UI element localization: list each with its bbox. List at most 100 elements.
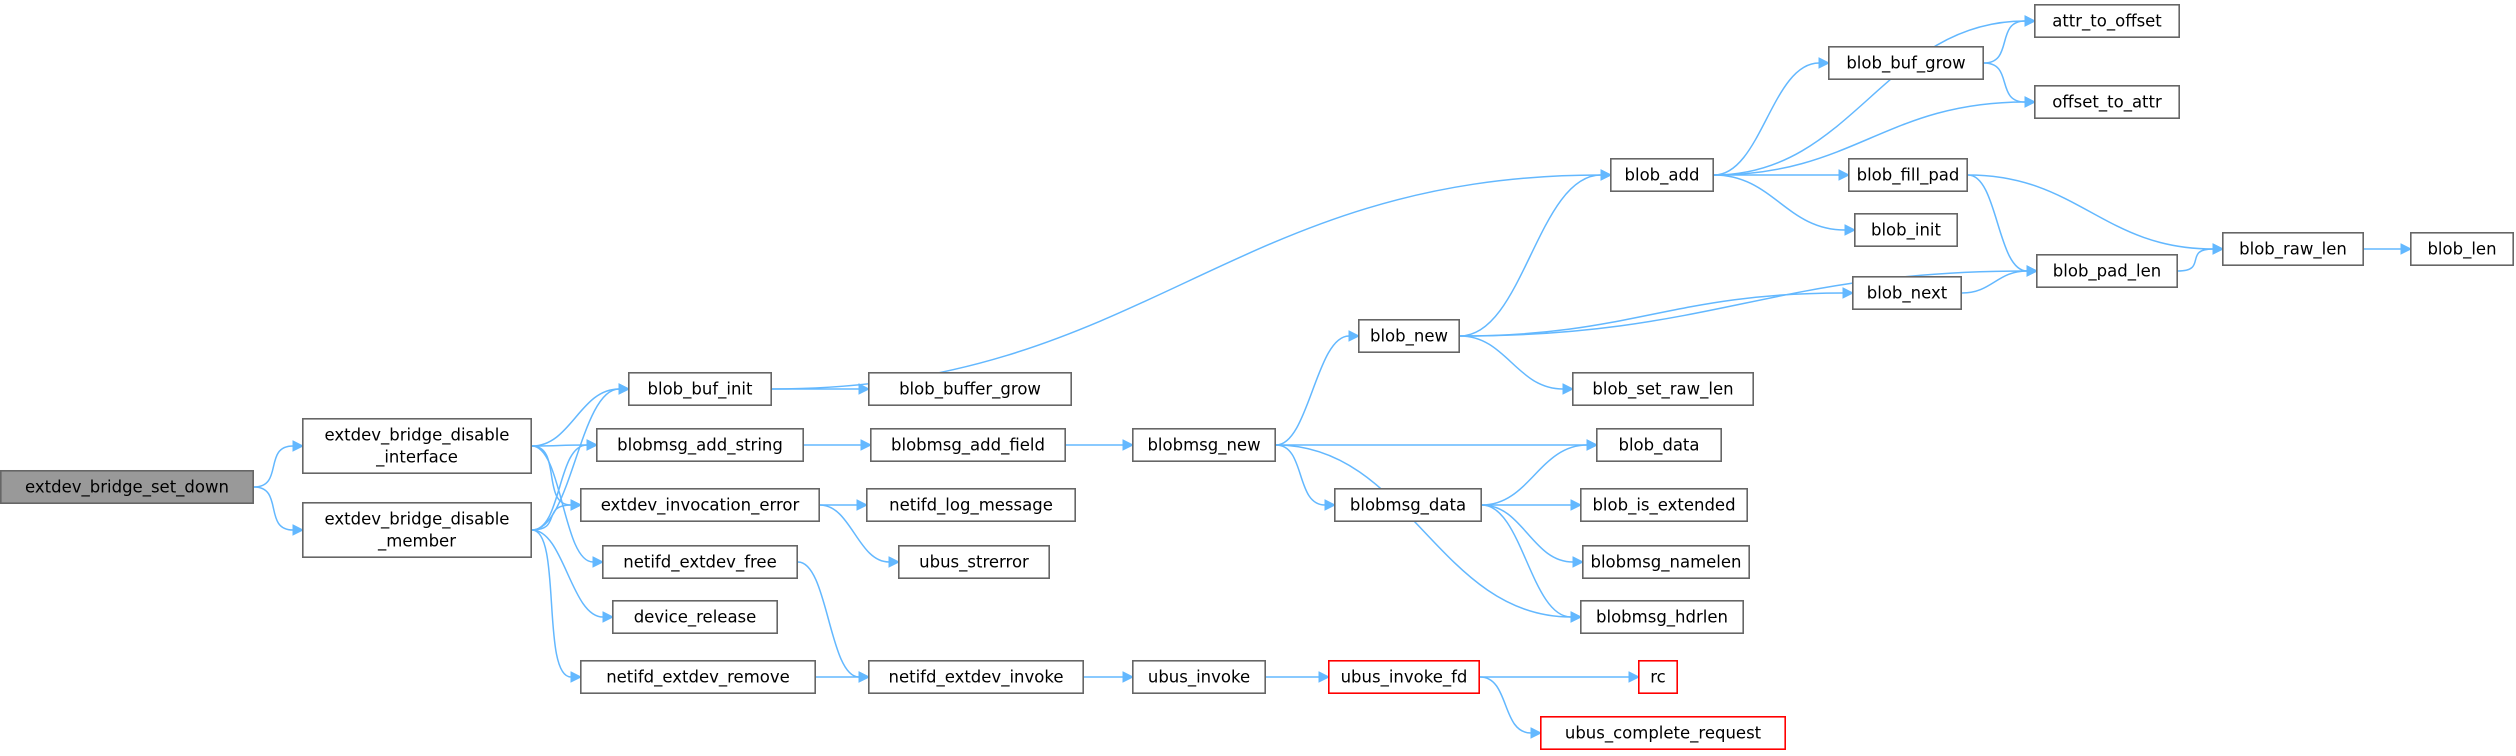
node-blob-next[interactable]: blob_next [1852,275,1963,310]
node-blobmsg-add-field[interactable]: blobmsg_add_field [869,427,1066,462]
node-box [579,659,816,694]
node-label: blob_buf_grow [1846,54,1965,74]
node-label: blobmsg_hdrlen [1596,608,1728,628]
node-extdev-bridge-disable-member[interactable]: extdev_bridge_disable_member [301,501,532,558]
node-label: ubus_strerror [919,553,1029,573]
arrowhead-n10-to-n14 [1122,439,1135,451]
node-device-release[interactable]: device_release [611,599,778,634]
edge-n28-to-n33 [1967,174,2028,272]
arrowhead-n17-to-n21 [1586,439,1599,451]
node-label: blob_new [1370,327,1448,347]
node-netifd-extdev-free[interactable]: netifd_extdev_free [601,544,798,579]
arrowhead-n13-to-n15 [1122,671,1135,683]
node-label: blob_is_extended [1592,496,1735,516]
node-blob-len[interactable]: blob_len [2410,232,2515,267]
node-blobmsg-namelen[interactable]: blobmsg_namelen [1582,544,1751,579]
node-blobmsg-hdrlen[interactable]: blobmsg_hdrlen [1580,599,1745,634]
node-netifd-log-message[interactable]: netifd_log_message [865,487,1076,522]
node-blob-raw-len[interactable]: blob_raw_len [2222,232,2365,267]
edge-n19-to-n31 [1713,20,2026,176]
node-blob-set-raw-len[interactable]: blob_set_raw_len [1572,371,1755,406]
node-blob-buf-grow[interactable]: blob_buf_grow [1828,45,1985,81]
node-box [2034,85,2181,120]
arrowhead-n27-to-n32 [2024,96,2037,108]
arrowhead-n19-to-n28 [1838,169,1851,181]
node-box [2034,4,2181,39]
node-label: blobmsg_namelen [1590,553,1741,573]
node-blob-fill-pad[interactable]: blob_fill_pad [1848,158,1969,193]
node-label: offset_to_attr [2052,93,2162,113]
node-label: blob_buf_init [648,380,753,400]
arrowhead-n5-to-n12 [888,556,901,568]
node-box [1828,45,1985,81]
node-blob-data[interactable]: blob_data [1596,427,1723,462]
node-label: netifd_extdev_free [623,553,776,573]
node-box [865,487,1076,522]
node-ubus-invoke[interactable]: ubus_invoke [1132,659,1267,694]
edge-n27-to-n31 [1983,20,2026,64]
node-blob-buf-init[interactable]: blob_buf_init [627,371,772,406]
arrowhead-n18-to-n25 [1628,671,1641,683]
node-extdev-bridge-disable-interface[interactable]: extdev_bridge_disable_interface [301,417,532,474]
edge-n18-to-n26 [1479,676,1532,734]
node-box [2222,232,2365,267]
node-box [2410,232,2515,267]
arrowhead-n14-to-n16 [1348,330,1361,342]
edge-n2-to-n7 [531,529,604,618]
edge-n14-to-n16 [1275,335,1350,446]
node-extdev-invocation-error[interactable]: extdev_invocation_error [579,487,820,522]
node-box [1358,318,1461,353]
edge-n16-to-n19 [1459,174,1602,337]
node-label: extdev_bridge_disable [325,510,510,530]
node-label: blob_add [1625,166,1700,186]
node-blobmsg-new[interactable]: blobmsg_new [1132,427,1277,462]
node-blobmsg-data[interactable]: blobmsg_data [1334,487,1483,522]
edge-n16-to-n30 [1459,292,1844,337]
arrowhead-n27-to-n31 [2024,15,2037,27]
arrowhead-n17-to-n24 [1570,611,1583,623]
node-label: blob_fill_pad [1857,166,1960,186]
node-box [1638,659,1679,694]
edge-n1-to-n3 [531,388,620,447]
node-ubus-invoke-fd[interactable]: ubus_invoke_fd [1328,659,1481,694]
node-blob-add[interactable]: blob_add [1610,158,1715,193]
node-blobmsg-add-string[interactable]: blobmsg_add_string [595,427,804,462]
arrowhead-n0-to-n2 [292,524,305,536]
arrowhead-n0-to-n1 [292,440,305,452]
arrowhead-n19-to-n27 [1818,57,1831,69]
node-offset-to-attr[interactable]: offset_to_attr [2034,85,2181,120]
node-extdev-bridge-set-down[interactable]: extdev_bridge_set_down [0,469,254,504]
node-blob-buffer-grow[interactable]: blob_buffer_grow [867,371,1072,406]
node-box [301,501,532,558]
node-box [611,599,778,634]
node-blob-is-extended[interactable]: blob_is_extended [1580,487,1749,522]
node-blob-pad-len[interactable]: blob_pad_len [2036,254,2179,289]
node-blob-new[interactable]: blob_new [1358,318,1461,353]
edge-n27-to-n32 [1983,62,2026,103]
node-box [1334,487,1483,522]
edge-n19-to-n32 [1713,101,2026,176]
node-label: netifd_extdev_remove [606,668,790,688]
node-attr-to-offset[interactable]: attr_to_offset [2034,4,2181,39]
node-netifd-extdev-remove[interactable]: netifd_extdev_remove [579,659,816,694]
node-ubus-complete-request[interactable]: ubus_complete_request [1540,715,1787,750]
node-blob-init[interactable]: blob_init [1854,213,1959,248]
edge-n2-to-n4 [531,444,588,531]
node-box [1596,427,1723,462]
node-label: blob_buffer_grow [899,380,1041,400]
arrowhead-n2-to-n5 [570,499,583,511]
edge-n0-to-n2 [253,486,294,531]
node-netifd-extdev-invoke[interactable]: netifd_extdev_invoke [867,659,1084,694]
node-box [1610,158,1715,193]
node-box [1132,659,1267,694]
node-label: device_release [634,608,757,628]
edge-n17-to-n21 [1481,444,1588,506]
node-box [1328,659,1481,694]
arrowhead-n5-to-n11 [856,499,869,511]
arrowhead-n17-to-n23 [1572,556,1585,568]
node-label: extdev_bridge_set_down [25,478,229,498]
node-rc[interactable]: rc [1638,659,1679,694]
node-ubus-strerror[interactable]: ubus_strerror [897,544,1050,579]
node-label: netifd_extdev_invoke [889,668,1064,688]
node-box [601,544,798,579]
